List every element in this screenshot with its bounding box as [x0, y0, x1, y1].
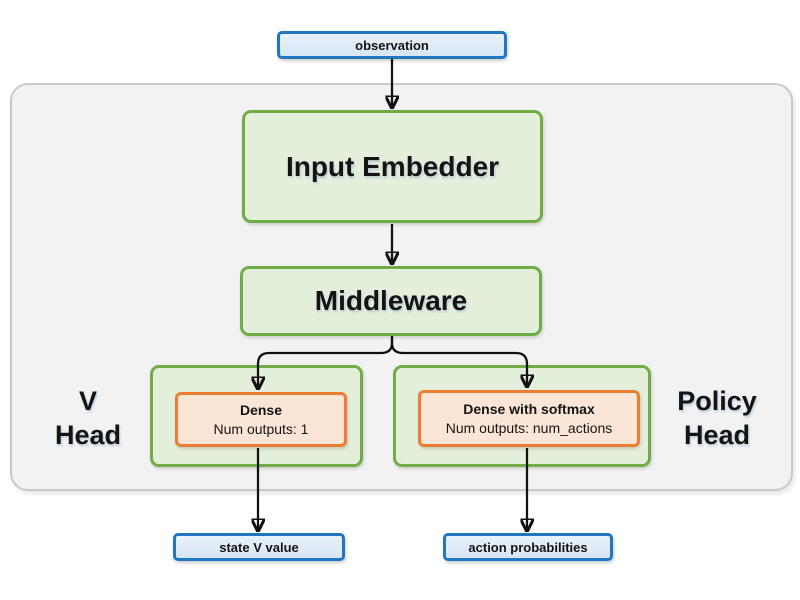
node-input-embedder-label: Input Embedder: [285, 150, 500, 182]
policy-head-label-line2: Head: [683, 420, 751, 450]
node-dense-v: Dense Num outputs: 1: [175, 392, 347, 447]
policy-head-label: Policy Head: [650, 384, 784, 452]
node-action-probabilities-label: action probabilities: [468, 539, 588, 555]
node-action-probabilities: action probabilities: [443, 533, 613, 561]
node-state-v-value: state V value: [173, 533, 345, 561]
node-state-v-value-label: state V value: [219, 539, 299, 555]
node-middleware: Middleware: [240, 266, 542, 336]
node-input-embedder: Input Embedder: [242, 110, 543, 223]
node-dense-softmax: Dense with softmax Num outputs: num_acti…: [418, 390, 640, 447]
node-observation-label: observation: [355, 37, 429, 53]
node-dense-softmax-title: Dense with softmax: [463, 400, 595, 417]
policy-head-label-line1: Policy: [677, 386, 757, 416]
node-dense-v-title: Dense: [239, 401, 283, 418]
v-head-label-line1: V: [78, 386, 97, 416]
v-head-label: V Head: [26, 384, 150, 452]
node-dense-v-detail: Num outputs: 1: [213, 420, 309, 437]
node-observation: observation: [277, 31, 507, 59]
node-dense-softmax-detail: Num outputs: num_actions: [445, 419, 613, 436]
node-middleware-label: Middleware: [314, 285, 468, 316]
v-head-label-line2: Head: [54, 420, 122, 450]
